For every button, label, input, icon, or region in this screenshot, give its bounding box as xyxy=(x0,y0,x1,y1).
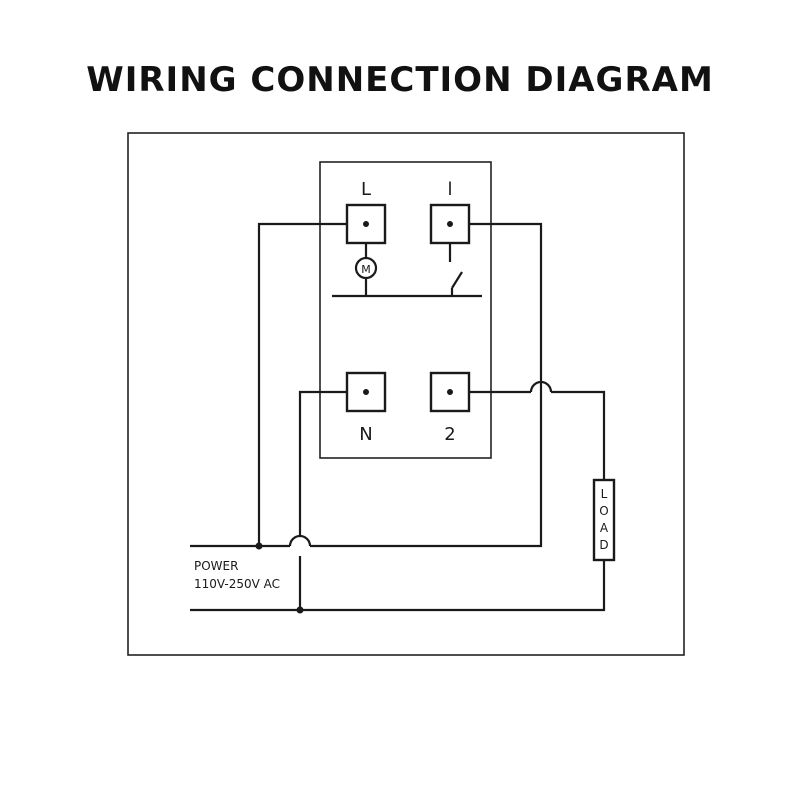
outer-frame xyxy=(127,132,685,656)
terminal-n xyxy=(345,371,387,413)
load-letter: D xyxy=(599,538,608,552)
device-housing xyxy=(319,161,492,459)
load-label: L O A D xyxy=(599,487,609,552)
terminal-l xyxy=(345,203,387,245)
diagram-title: WIRING CONNECTION DIAGRAM xyxy=(86,60,714,100)
motor-label: M xyxy=(361,263,371,276)
load-letter: O xyxy=(599,504,608,518)
terminal-2 xyxy=(429,371,471,413)
load-letter: L xyxy=(601,487,608,501)
terminal-label-2: 2 xyxy=(444,424,455,445)
junction-dot-top xyxy=(255,542,263,550)
wire-1-to-power xyxy=(312,222,543,548)
power-line-hop xyxy=(288,534,312,547)
terminal-1 xyxy=(429,203,471,245)
junction-dot-bottom xyxy=(296,606,304,614)
terminal-label-n: N xyxy=(359,424,372,445)
wire-n-upper xyxy=(298,390,347,536)
load-letter: A xyxy=(600,521,609,535)
wire-2-hop xyxy=(529,380,553,393)
power-line-bottom xyxy=(190,560,606,612)
power-label: POWER xyxy=(194,559,238,573)
terminal-label-1: l xyxy=(447,179,452,200)
power-voltage: 110V-250V AC xyxy=(194,577,280,591)
terminal-label-l: L xyxy=(361,179,371,200)
switch-contact xyxy=(451,271,463,289)
wire-l-to-power xyxy=(257,222,347,546)
load-resistor xyxy=(592,478,616,562)
wire-2-to-load-b xyxy=(551,390,606,480)
